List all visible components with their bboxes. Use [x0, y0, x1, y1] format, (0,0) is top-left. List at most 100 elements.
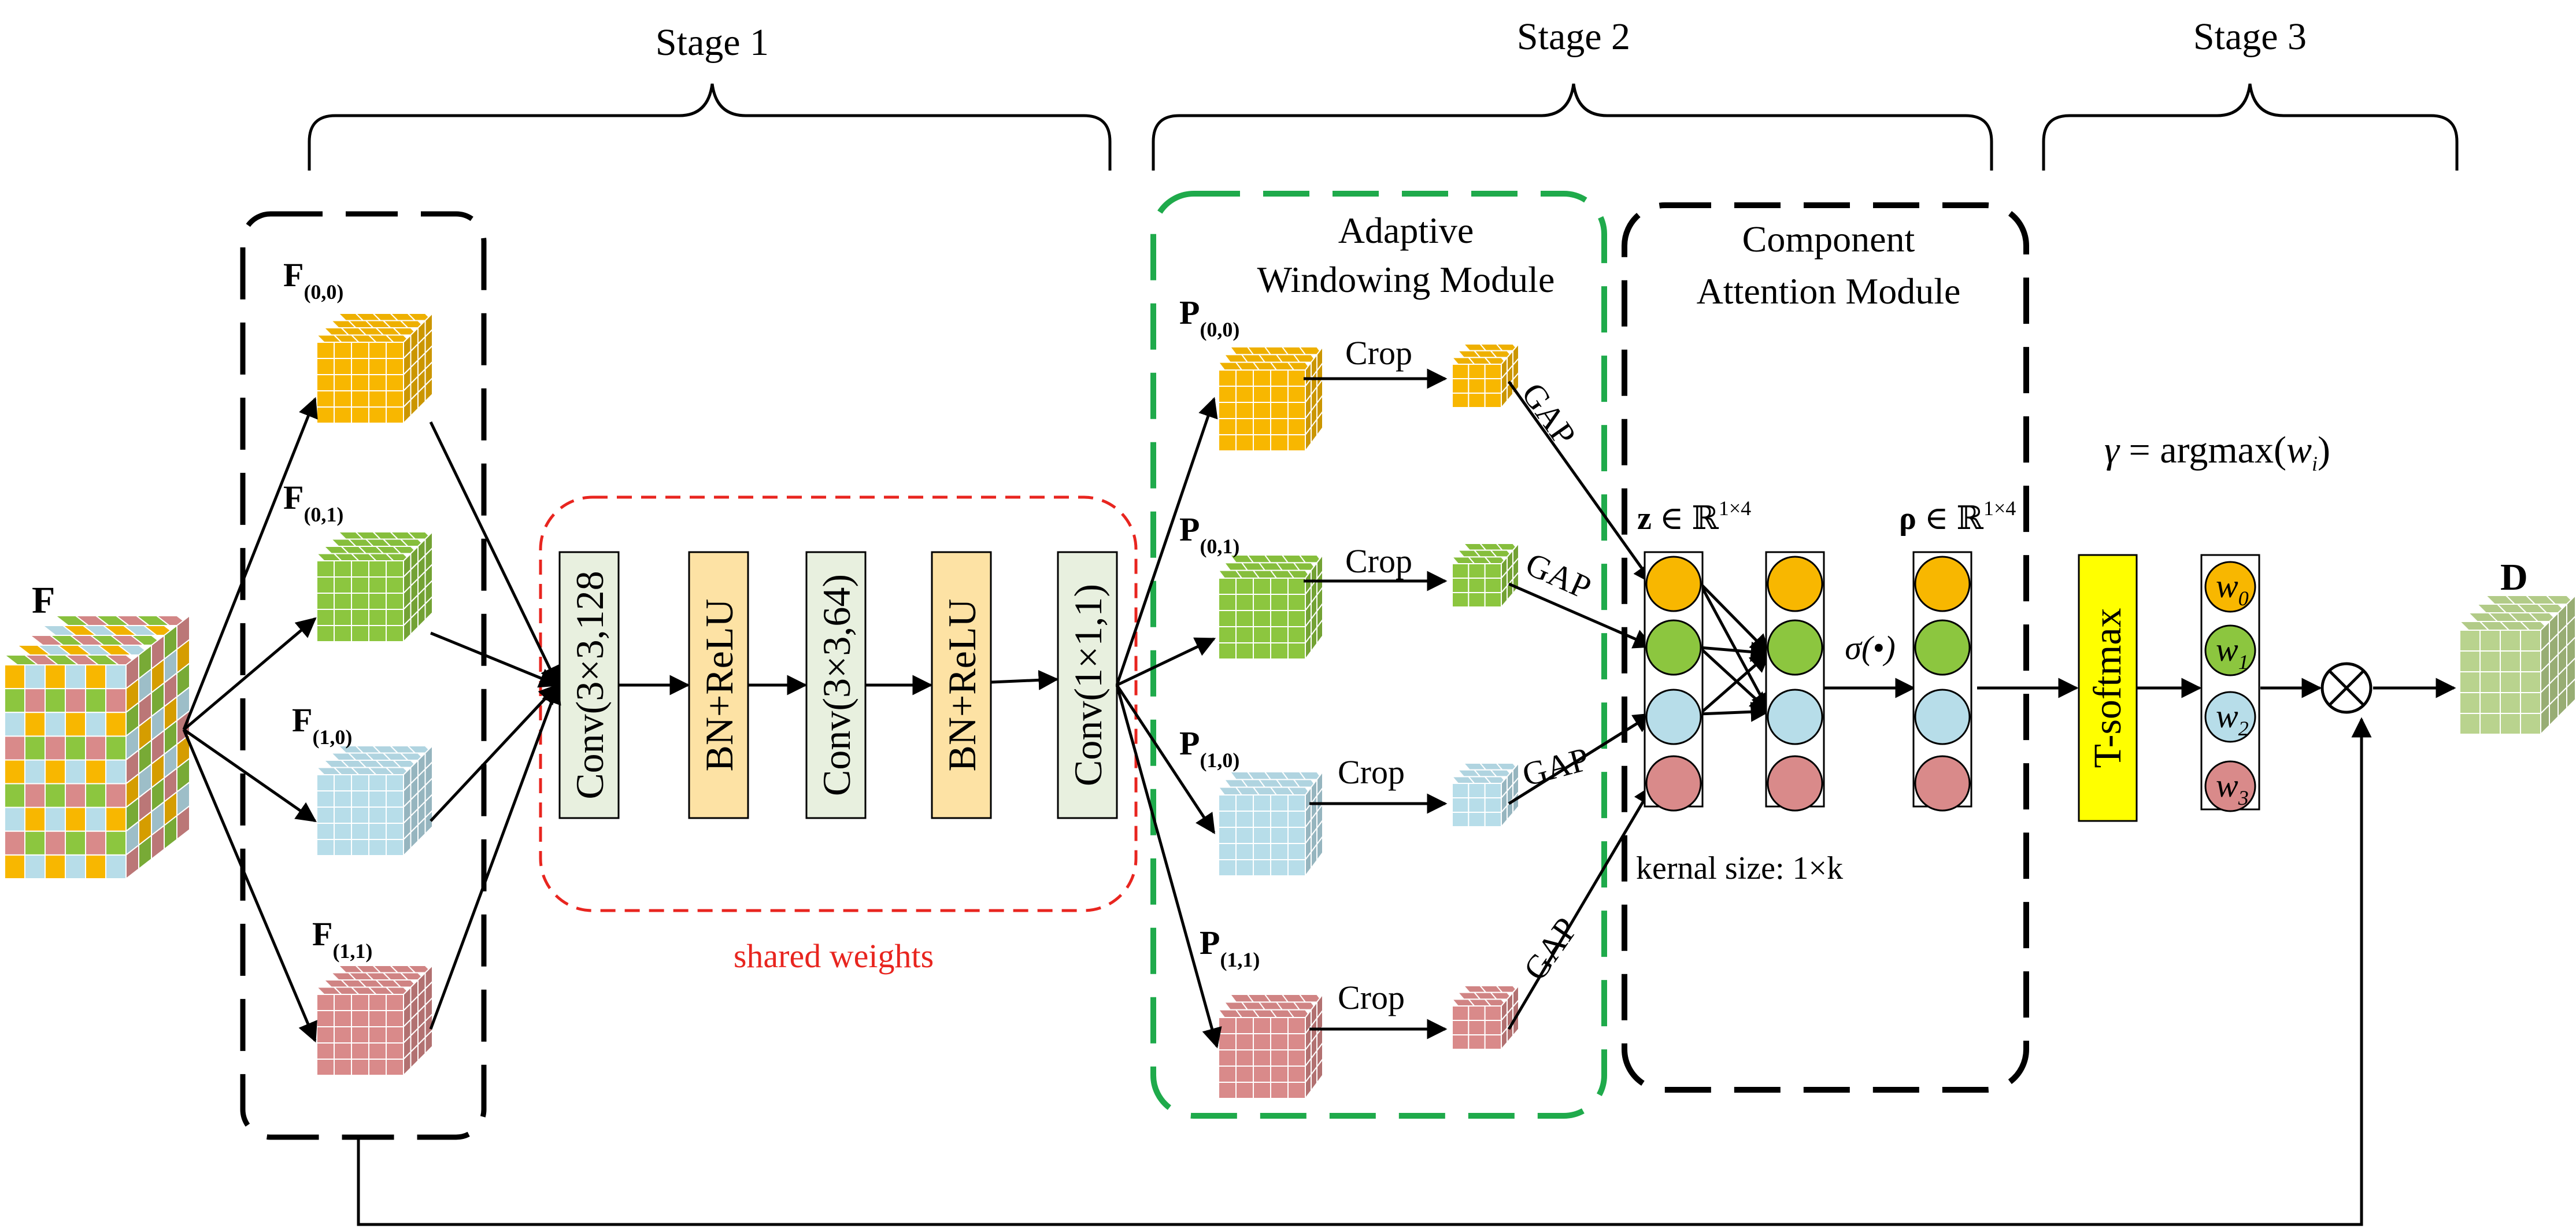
- arrow-f10-to-conv: [430, 683, 560, 822]
- cube-cell: [351, 358, 369, 375]
- cube-cell: [1253, 626, 1271, 643]
- cube-cell: [368, 342, 387, 359]
- cube-cell: [316, 839, 335, 856]
- cube-cell: [1218, 594, 1237, 611]
- cube-cell: [1218, 1017, 1237, 1034]
- cube-cell: [1235, 859, 1254, 876]
- layer-label: BN+ReLU: [697, 599, 741, 772]
- arrow-input-to-f00: [182, 397, 318, 730]
- cube-cell: [45, 712, 66, 737]
- feature-cube-01: [315, 530, 434, 643]
- cube-cell: [1484, 1005, 1502, 1021]
- layer-conv-1x1-1: Conv(1×1,1): [1057, 551, 1118, 819]
- gap-label-00: GAP: [1514, 376, 1583, 452]
- cube-cell: [368, 1010, 387, 1027]
- cube-cell: [1270, 1082, 1289, 1099]
- cube-cell: [85, 854, 106, 879]
- layer-label: Conv(3×3,64): [815, 574, 858, 796]
- cube-cell: [1235, 811, 1254, 828]
- cube-cell: [1218, 1033, 1237, 1050]
- cube-cell: [1218, 610, 1237, 627]
- cube-cell: [368, 806, 387, 824]
- cube-cell: [45, 806, 66, 832]
- cube-cell: [351, 1042, 369, 1060]
- cube-cell: [1270, 626, 1289, 643]
- cube-cell: [1287, 386, 1306, 403]
- cube-cell: [316, 560, 335, 578]
- cube-cell: [1484, 1020, 1502, 1035]
- layer-box: [805, 551, 867, 819]
- arrow-gap-01: [1508, 582, 1655, 649]
- connections: [182, 368, 2456, 1226]
- feature-labels: F(0,0) F(0,1) F(1,0) F(1,1): [283, 256, 372, 963]
- cube-cell: [1287, 610, 1306, 627]
- cube-cell: [1287, 1017, 1306, 1034]
- w-cell-3: [2204, 760, 2256, 812]
- cube-cell: [351, 609, 369, 626]
- cube-cell: [316, 1059, 335, 1076]
- cube-cell: [386, 625, 404, 642]
- cubes: [3, 312, 2576, 1101]
- cube-cell: [1218, 642, 1237, 660]
- cube-cell: [2520, 630, 2541, 652]
- stage-braces: [308, 83, 2459, 171]
- cube-cell: [334, 1010, 352, 1027]
- cube-cell: [316, 994, 335, 1011]
- cube-cell: [1253, 369, 1271, 387]
- cube-cell: [1452, 393, 1470, 408]
- cube-cell: [1235, 1082, 1254, 1099]
- cube-cell: [1218, 626, 1237, 643]
- cube-cell: [2520, 650, 2541, 672]
- cube-cell: [1484, 812, 1502, 827]
- cube-cell: [316, 374, 335, 391]
- cube-cell: [2459, 713, 2481, 735]
- cube-cell: [45, 688, 66, 713]
- cube-cell: [1270, 418, 1289, 435]
- cube-cell: [351, 774, 369, 791]
- cube-cell: [1287, 1049, 1306, 1067]
- cube-cell: [1270, 859, 1289, 876]
- cube-cell: [1484, 578, 1502, 593]
- cube-cell: [1287, 859, 1306, 876]
- cube-cell: [1218, 369, 1237, 387]
- cube-cell: [1253, 578, 1271, 595]
- cube-cell: [1468, 1020, 1486, 1035]
- arrow-conv-to-p01: [1116, 637, 1216, 687]
- attention-module-title-1: Component: [1742, 219, 1915, 260]
- sigma-label: σ(•): [1845, 629, 1896, 667]
- cube-cell: [386, 806, 404, 824]
- cube-cell: [424, 809, 433, 835]
- layer-box: [558, 551, 620, 819]
- cube-cell: [1235, 843, 1254, 860]
- cube-cell: [386, 774, 404, 791]
- cube-cell: [1287, 626, 1306, 643]
- cube-cell: [351, 406, 369, 424]
- cube-cell: [45, 759, 66, 785]
- cube-cell: [1235, 642, 1254, 660]
- cube-cell: [316, 342, 335, 359]
- cube-cell: [386, 406, 404, 424]
- arrow-k-03: [1698, 652, 1771, 715]
- arrow-f00-to-conv: [429, 421, 560, 687]
- cube-cell: [386, 823, 404, 840]
- cube-cell: [1452, 578, 1470, 593]
- patch-cube-10: [1217, 769, 1324, 878]
- cube-cell: [1287, 578, 1306, 595]
- cube-cell: [65, 806, 86, 832]
- layer-bn-relu-2: BN+ReLU: [931, 551, 992, 819]
- cube-cell: [351, 1010, 369, 1027]
- cube-cell: [24, 759, 46, 785]
- cube-cell: [24, 664, 46, 690]
- arrow-f01-to-conv: [430, 631, 560, 688]
- vector-cell: [1767, 689, 1823, 745]
- cube-cell: [351, 839, 369, 856]
- cube-cell: [1484, 393, 1502, 408]
- layer-conv-3x3-128: Conv(3×3,128: [558, 551, 620, 819]
- arrow-k-05: [1698, 582, 1771, 713]
- cube-cell: [1253, 386, 1271, 403]
- cube-cell: [1235, 418, 1254, 435]
- cube-cell: [1287, 594, 1306, 611]
- vector-cell: [1767, 755, 1823, 812]
- cube-cell: [1235, 594, 1254, 611]
